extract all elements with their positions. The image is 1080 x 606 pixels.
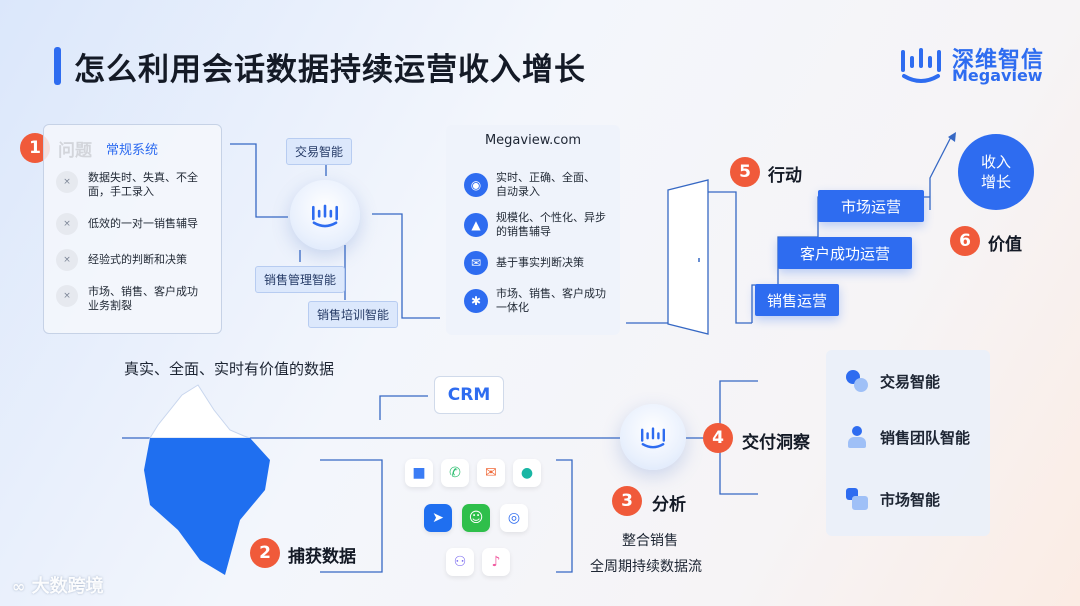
video-icon: ■ [405, 459, 433, 487]
watermark-logo-icon: ∞ [12, 577, 26, 596]
watermark: ∞ 大数跨境 [12, 576, 104, 597]
team-intelligence-icon [846, 426, 868, 448]
deal-intelligence-icon [846, 370, 868, 392]
step-6-label: 价值 [988, 235, 1022, 255]
chat-icon: ● [513, 459, 541, 487]
revenue-growth-circle: 收入 增长 [958, 134, 1034, 210]
step-5-badge: 5 [730, 157, 760, 187]
stair-sales-ops: 销售运营 [755, 284, 839, 316]
problem-item: × 低效的一对一销售辅导 [56, 213, 218, 235]
meeting-icon: ⚇ [446, 548, 474, 576]
step-6-badge: 6 [950, 226, 980, 256]
close-icon: × [56, 285, 78, 307]
megaview-card: Megaview.com ◉ 实时、正确、全面、自动录入 ▲ 规模化、个性化、异… [446, 125, 620, 335]
feishu-icon: ➤ [424, 504, 452, 532]
problem-item: × 数据失时、失真、不全面，手工录入 [56, 171, 208, 199]
step-3-sub1: 整合销售 [622, 533, 678, 549]
step-2-badge: 2 [250, 538, 280, 568]
problem-subtitle: 常规系统 [106, 143, 159, 158]
phone-icon: ✆ [441, 459, 469, 487]
intelligence-card: 交易智能 销售团队智能 市场智能 [826, 350, 990, 536]
intelligence-item-team: 销售团队智能 [846, 426, 970, 448]
step-3-badge: 3 [612, 486, 642, 516]
atom-icon: ✱ [464, 289, 488, 313]
megaview-card-title: Megaview.com [484, 133, 582, 148]
close-icon: × [56, 171, 78, 193]
stair-marketing-ops: 市场运营 [818, 190, 924, 222]
close-icon: × [56, 213, 78, 235]
email-icon: ✉ [477, 459, 505, 487]
page-title: 怎么利用会话数据持续运营收入增长 [74, 52, 586, 88]
megaview-feature: ◉ 实时、正确、全面、自动录入 [464, 171, 604, 199]
step-4-badge: 4 [703, 423, 733, 453]
tag-sales-training-intelligence: 销售培训智能 [308, 301, 399, 328]
megaview-feature: ✱ 市场、销售、客户成功一体化 [464, 287, 606, 315]
tag-deal-intelligence: 交易智能 [286, 138, 353, 165]
step-3-label: 分析 [652, 495, 686, 515]
microphone-icon: ♪ [482, 548, 510, 576]
megaview-hub-bottom [620, 404, 686, 470]
intelligence-item-deal: 交易智能 [846, 370, 940, 392]
wechat-icon: ☺ [462, 504, 490, 532]
problem-item: × 市场、销售、客户成功业务割裂 [56, 285, 208, 313]
logo-text-cn: 深维智信 [952, 48, 1045, 73]
problem-card: 常规系统 × 数据失时、失真、不全面，手工录入 × 低效的一对一销售辅导 × 经… [43, 124, 222, 334]
megaview-feature: ✉ 基于事实判断决策 [464, 251, 626, 275]
data-caption: 真实、全面、实时有价值的数据 [124, 360, 335, 378]
title-accent-bar [54, 47, 61, 85]
dingtalk-icon: ◎ [500, 504, 528, 532]
step-3-sub2: 全周期持续数据流 [590, 559, 702, 575]
crm-box: CRM [434, 376, 504, 414]
intelligence-item-market: 市场智能 [846, 488, 940, 510]
stair-customer-success-ops: 客户成功运营 [778, 237, 912, 269]
close-icon: × [56, 249, 78, 271]
step-5-label: 行动 [768, 166, 802, 186]
megaview-hub-top [290, 180, 360, 250]
sound-wave-icon [901, 48, 941, 83]
problem-item: × 经验式的判断和决策 [56, 249, 218, 271]
step-2-label: 捕获数据 [288, 547, 356, 567]
tag-sales-management-intelligence: 销售管理智能 [255, 266, 346, 293]
logo-text-en: Megaview [952, 66, 1043, 85]
step-4-label: 交付洞察 [742, 433, 810, 453]
megaview-feature: ▲ 规模化、个性化、异步的销售辅导 [464, 211, 614, 239]
graduation-cap-icon: ▲ [464, 213, 488, 237]
mail-icon: ✉ [464, 251, 488, 275]
sound-wave-icon [312, 204, 338, 228]
eye-icon: ◉ [464, 173, 488, 197]
sound-wave-icon [641, 427, 665, 449]
market-intelligence-icon [846, 488, 868, 510]
